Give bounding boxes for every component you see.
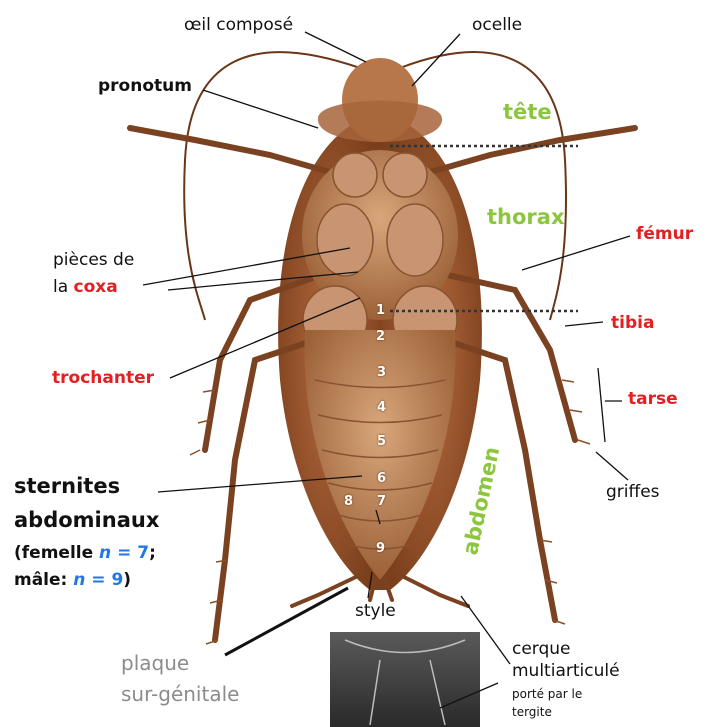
segment-number: 3 (377, 366, 386, 381)
label-style: style (355, 602, 396, 622)
label-trochanter: trochanter (52, 369, 154, 389)
label-oeil-compose: œil composé (184, 16, 293, 36)
label-thorax: thorax (487, 205, 565, 229)
label-plaque: plaque (121, 652, 189, 675)
label-cerque: cerque (512, 640, 571, 660)
segment-number: 6 (377, 472, 386, 487)
label-abdominaux: abdominaux (14, 508, 159, 532)
label-porte-par-le: porté par le (512, 688, 582, 702)
label-griffes: griffes (606, 483, 660, 503)
label-tergite: tergite (512, 706, 552, 720)
label-la-coxa: la coxa (53, 278, 118, 298)
label-pieces-de: pièces de (53, 251, 134, 271)
label-femur: fémur (636, 225, 693, 245)
segment-number: 2 (376, 330, 385, 345)
segment-number: 1 (376, 304, 385, 319)
label-coxa: coxa (74, 277, 118, 297)
segment-number: 7 (377, 495, 386, 510)
pronotum-shape (318, 101, 442, 142)
label-sur-genitale: sur-génitale (121, 683, 239, 706)
label-femelle: (femelle n = 7; (14, 544, 156, 564)
segment-number: 5 (377, 435, 386, 450)
label-multiarticule: multiarticulé (512, 662, 620, 682)
segment-number: 4 (377, 401, 386, 416)
label-tibia: tibia (611, 314, 654, 334)
label-la: la (53, 277, 68, 297)
segment-number: 9 (376, 542, 385, 557)
label-tete: tête (503, 100, 552, 124)
label-tarse: tarse (628, 390, 678, 410)
label-sternites: sternites (14, 474, 120, 498)
sem-inset (330, 632, 480, 727)
label-pronotum: pronotum (98, 77, 192, 97)
label-ocelle: ocelle (472, 16, 522, 36)
label-male: mâle: n = 9) (14, 571, 131, 591)
segment-number: 8 (344, 495, 353, 510)
plaque-leader (225, 588, 348, 655)
